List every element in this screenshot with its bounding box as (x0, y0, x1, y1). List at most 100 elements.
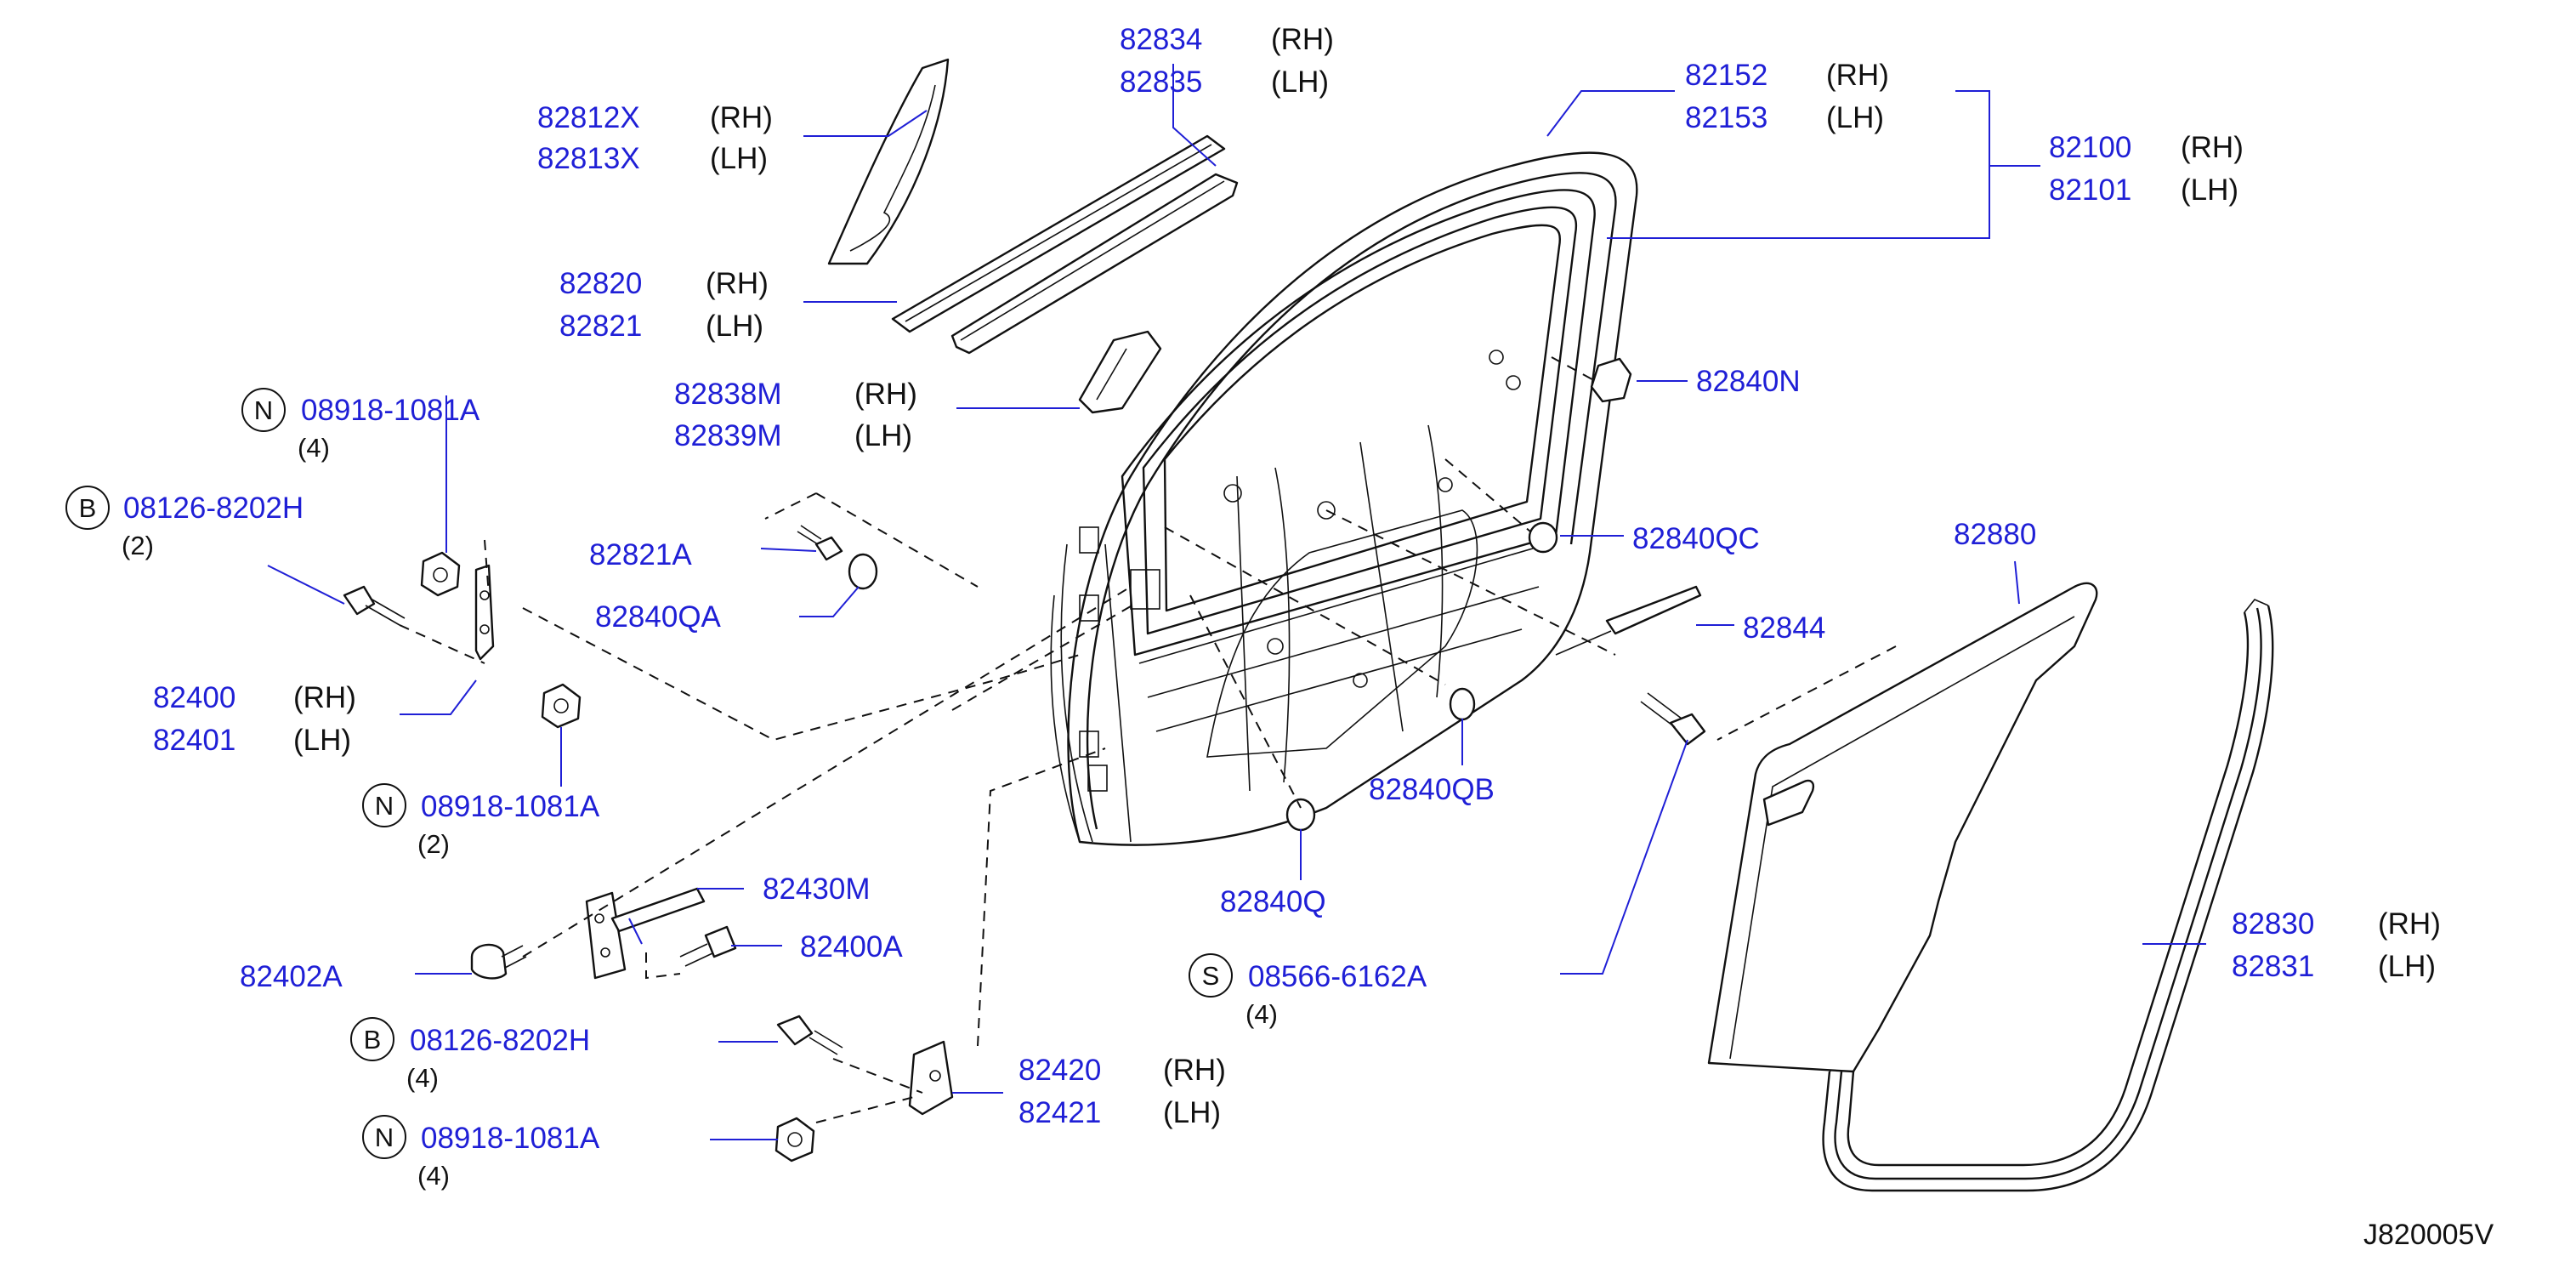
part-number-rh: 82838M (674, 378, 781, 411)
part-number-lh: 82421 (1018, 1096, 1101, 1129)
fastener-part-number: 08126-8202H (410, 1024, 590, 1057)
label-82840QA: 82840QA (595, 600, 722, 634)
rh-tag: (RH) (710, 101, 773, 134)
fastener-circle (362, 783, 406, 827)
fastener-qty: (4) (406, 1063, 439, 1093)
lh-tag: (LH) (293, 724, 351, 757)
label-82100: 82100 (RH) 82101 (LH) (2049, 131, 2244, 207)
fastener-letter: N (375, 791, 394, 821)
lh-tag: (LH) (854, 419, 912, 452)
part-number-lh: 82101 (2049, 173, 2131, 207)
part-number-lh: 82821 (559, 310, 642, 343)
label-82430M: 82430M (763, 873, 870, 906)
lh-tag: (LH) (1163, 1096, 1221, 1129)
fastener-label-1: N 08918-1081A (4) (241, 388, 480, 463)
label-82840N: 82840N (1696, 365, 1801, 398)
bracket-82844 (1555, 585, 1702, 656)
plug-82840QA (848, 553, 878, 590)
fastener-circle (241, 388, 286, 432)
bolt-82402A (470, 943, 527, 980)
part-number-rh: 82820 (559, 267, 642, 300)
grommet-82840N (1590, 357, 1632, 403)
label-82820: 82820 (RH) 82821 (LH) (559, 267, 769, 343)
check-link-82430M (585, 887, 706, 980)
part-number-rh: 82420 (1018, 1054, 1101, 1087)
label-82830: 82830 (RH) 82831 (LH) (2232, 907, 2441, 983)
fastener-letter: N (254, 395, 273, 425)
door-seal-82830 (1822, 599, 2274, 1192)
diagram-code: J820005V (2363, 1219, 2494, 1251)
lh-tag: (LH) (706, 310, 763, 343)
plug-82840QC (1528, 521, 1558, 554)
rh-tag: (RH) (293, 681, 356, 714)
hinge-82400 (474, 564, 495, 661)
fastener-circle (1189, 953, 1233, 998)
hinge-82420 (908, 1040, 954, 1116)
part-number-lh: 82401 (153, 724, 235, 757)
lh-tag: (LH) (2181, 173, 2238, 207)
bolt-top (343, 585, 406, 626)
fastener-part-number: 08918-1081A (421, 1122, 600, 1155)
rh-tag: (RH) (1826, 59, 1889, 92)
label-82880: 82880 (1954, 518, 2036, 551)
weatherstrip-82834 (950, 173, 1239, 355)
rh-tag: (RH) (1271, 23, 1334, 56)
bolt-82821A (797, 525, 843, 561)
fastener-qty: (4) (1245, 999, 1278, 1029)
plug-82840QB (1449, 687, 1476, 721)
fastener-qty: (2) (122, 531, 154, 560)
fastener-part-number: 08126-8202H (123, 492, 304, 525)
fastener-letter: N (375, 1123, 394, 1152)
door-shell (1050, 151, 1638, 846)
part-number-lh: 82813X (537, 142, 640, 175)
door-trim-82880 (1707, 582, 2098, 1073)
part-number-lh: 82835 (1120, 65, 1202, 99)
bolt-82400A (679, 925, 737, 967)
fastener-label-6: N 08918-1081A (4) (362, 1115, 600, 1191)
label-82400A: 82400A (800, 930, 903, 964)
label-82420: 82420 (RH) 82421 (LH) (1018, 1054, 1226, 1129)
nut-top (420, 551, 461, 597)
fastener-letter: S (1202, 961, 1220, 991)
label-82834: 82834 (RH) 82835 (LH) (1120, 23, 1334, 99)
part-number-rh: 82400 (153, 681, 235, 714)
rh-tag: (RH) (1163, 1054, 1226, 1087)
rh-tag: (RH) (854, 378, 917, 411)
label-82840Q: 82840Q (1220, 885, 1326, 918)
fastener-circle (65, 486, 110, 530)
part-number-rh: 82152 (1685, 59, 1767, 92)
label-82840QB: 82840QB (1369, 773, 1495, 806)
label-82152: 82152 (RH) 82153 (LH) (1685, 59, 1889, 134)
leader-lines (267, 64, 2206, 1140)
label-82844: 82844 (1743, 611, 1825, 645)
part-number-rh: 82834 (1120, 23, 1202, 56)
fastener-label-3: N 08918-1081A (2) (362, 783, 600, 859)
label-82821A: 82821A (589, 538, 692, 571)
fastener-circle (350, 1017, 394, 1061)
fastener-circle (362, 1115, 406, 1159)
plug-82840Q (1285, 798, 1316, 832)
corner-piece-82838M (1078, 330, 1162, 414)
label-82812X: 82812X (RH) 82813X (LH) (537, 101, 773, 175)
rh-tag: (RH) (2181, 131, 2244, 164)
bolt-bottom (776, 1015, 843, 1055)
part-number-rh: 82830 (2232, 907, 2314, 941)
part-number-lh: 82153 (1685, 101, 1767, 134)
fastener-part-number: 08918-1081A (421, 790, 600, 823)
sash-cover-82812X (827, 58, 950, 265)
label-82840QC: 82840QC (1632, 522, 1760, 555)
part-number-lh: 82839M (674, 419, 781, 452)
fastener-part-number: 08918-1081A (301, 394, 480, 427)
fastener-qty: (2) (417, 829, 450, 859)
lh-tag: (LH) (2378, 950, 2436, 983)
lh-tag: (LH) (710, 142, 768, 175)
fastener-label-2: B 08126-8202H (2) (65, 486, 304, 560)
part-number-lh: 82831 (2232, 950, 2314, 983)
bolt-08566 (1640, 692, 1706, 746)
part-number-rh: 82812X (537, 101, 640, 134)
fastener-qty: (4) (298, 433, 330, 463)
fastener-part-number: 08566-6162A (1248, 960, 1427, 993)
rh-tag: (RH) (2378, 907, 2441, 941)
outer-moulding-82820 (891, 134, 1226, 333)
